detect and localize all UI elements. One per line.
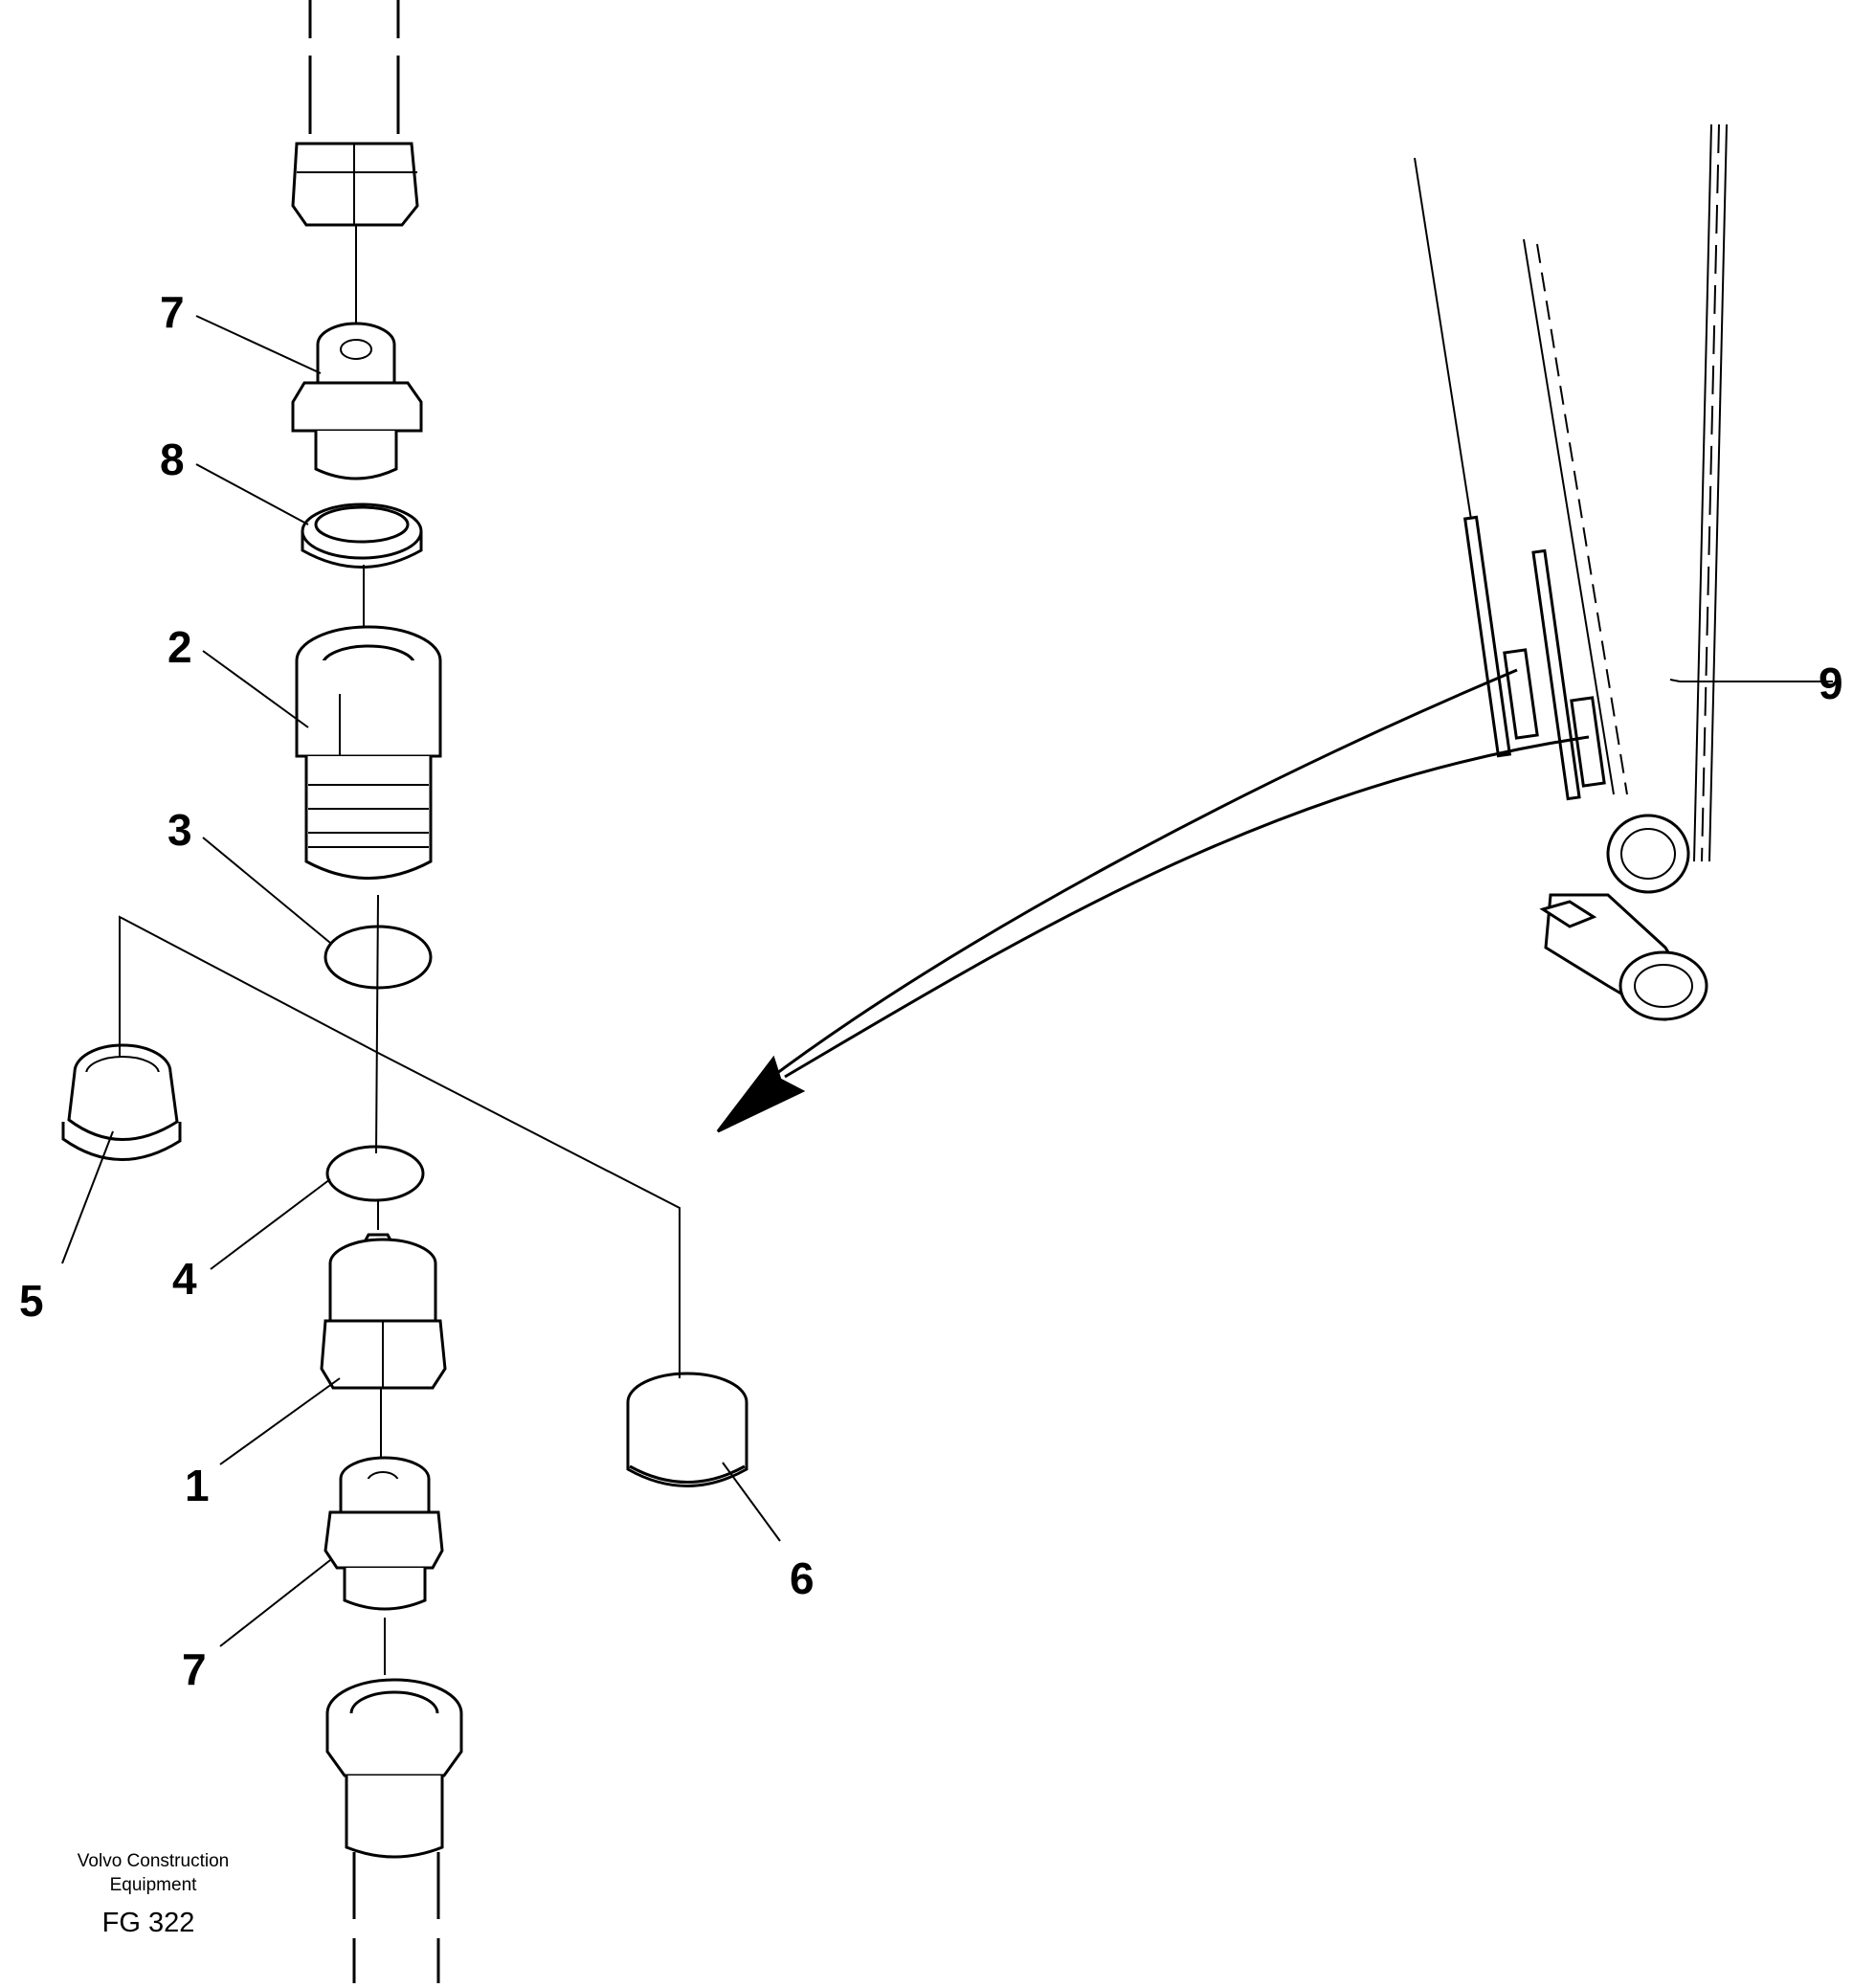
leader-lines xyxy=(61,315,1833,1647)
callout-6: 6 xyxy=(790,1553,815,1603)
footer-line-1: Volvo Construction xyxy=(78,1851,229,1871)
nipple-1 xyxy=(320,1233,447,1390)
top-hose-nut xyxy=(291,142,419,227)
figure-code: FG 322 xyxy=(102,1908,195,1938)
callout-3: 3 xyxy=(167,805,192,855)
dust-plug-6 xyxy=(626,1372,748,1487)
callout-8: 8 xyxy=(160,435,185,484)
coupling-sleeve-2 xyxy=(295,625,442,880)
callout-9: 9 xyxy=(1819,659,1843,708)
adapter-7-bottom xyxy=(324,1456,444,1611)
axis-line-3 xyxy=(375,894,379,1154)
o-ring-4 xyxy=(325,1145,425,1202)
footer-line-2: Equipment xyxy=(110,1875,198,1895)
seal-ring-8 xyxy=(301,503,423,569)
dust-cap-5 xyxy=(61,1043,182,1161)
callout-1: 1 xyxy=(185,1461,210,1510)
tether-line xyxy=(119,915,681,1378)
bottom-hose-nut xyxy=(325,1678,463,1859)
callout-4: 4 xyxy=(172,1254,197,1304)
callout-5: 5 xyxy=(19,1276,44,1326)
bottom-hose xyxy=(352,1852,440,1983)
boom-arm-9 xyxy=(1414,123,1728,1021)
callout-7-bottom: 7 xyxy=(182,1644,207,1694)
top-hose xyxy=(308,0,400,134)
callout-2: 2 xyxy=(167,622,192,672)
detail-arrow xyxy=(716,668,1590,1133)
adapter-7-top xyxy=(291,322,423,480)
callout-7-top: 7 xyxy=(160,287,185,337)
